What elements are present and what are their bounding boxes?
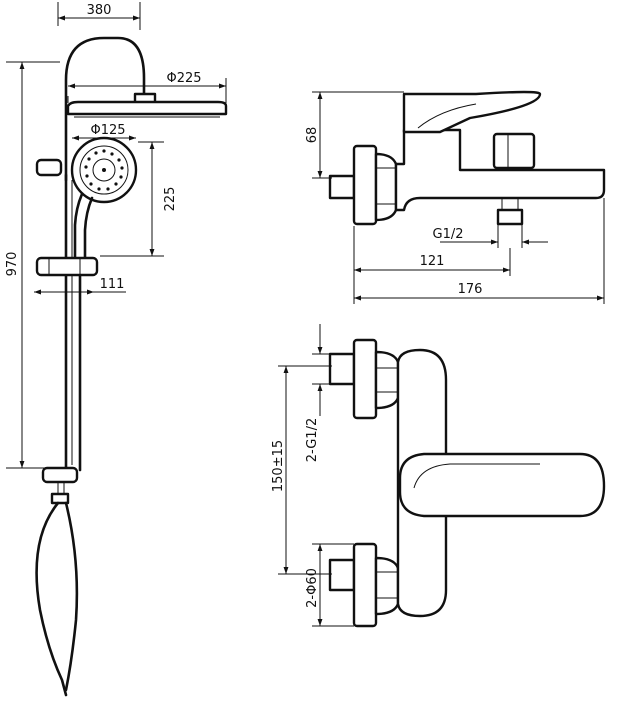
hand-shower-slider (35, 256, 99, 277)
lower-bracket (41, 466, 79, 505)
top-escutcheon-upper (352, 338, 378, 420)
dim-total-depth: 176 (458, 282, 483, 297)
top-inlet-lower (328, 558, 356, 592)
side-outlet (496, 208, 524, 226)
hand-shower (70, 136, 138, 264)
dim-rain-head: Φ225 (166, 71, 201, 86)
dim-width: 380 (87, 3, 112, 18)
side-lever (402, 90, 542, 134)
side-hex-nut (374, 152, 398, 222)
side-body (394, 128, 606, 212)
dim-inlet: G1/2 (433, 227, 464, 242)
side-diverter (492, 132, 536, 170)
shower-hose (35, 501, 68, 697)
upper-bracket (35, 158, 63, 177)
dim-connection: 2-G1/2 (305, 418, 320, 462)
dim-escutcheon: 2-Φ60 (305, 568, 320, 608)
side-inlet (328, 174, 356, 200)
side-escutcheon (352, 144, 378, 226)
shower-column-view: 380 Φ225 Φ125 225 970 111 (5, 2, 228, 697)
top-lever (398, 452, 606, 518)
mixer-top-view: 150±15 2-G1/2 2-Φ60 (271, 324, 606, 628)
top-escutcheon-lower (352, 542, 378, 628)
dim-spout-depth: 121 (420, 254, 445, 269)
top-hex-nut-upper (374, 350, 400, 410)
dim-side-height: 68 (305, 127, 320, 144)
dim-height: 970 (5, 252, 20, 277)
overhead-arm (64, 36, 146, 182)
mixer-side-view: 68 G1/2 121 176 (305, 90, 606, 304)
dim-hand-shower: Φ125 (90, 123, 125, 138)
dim-center: 150±15 (271, 440, 286, 492)
dim-head-spacing: 225 (163, 187, 178, 212)
top-hex-nut-lower (374, 556, 400, 616)
rain-shower-head (66, 92, 228, 118)
top-inlet-upper (328, 352, 356, 386)
dim-offset: 111 (100, 277, 125, 292)
